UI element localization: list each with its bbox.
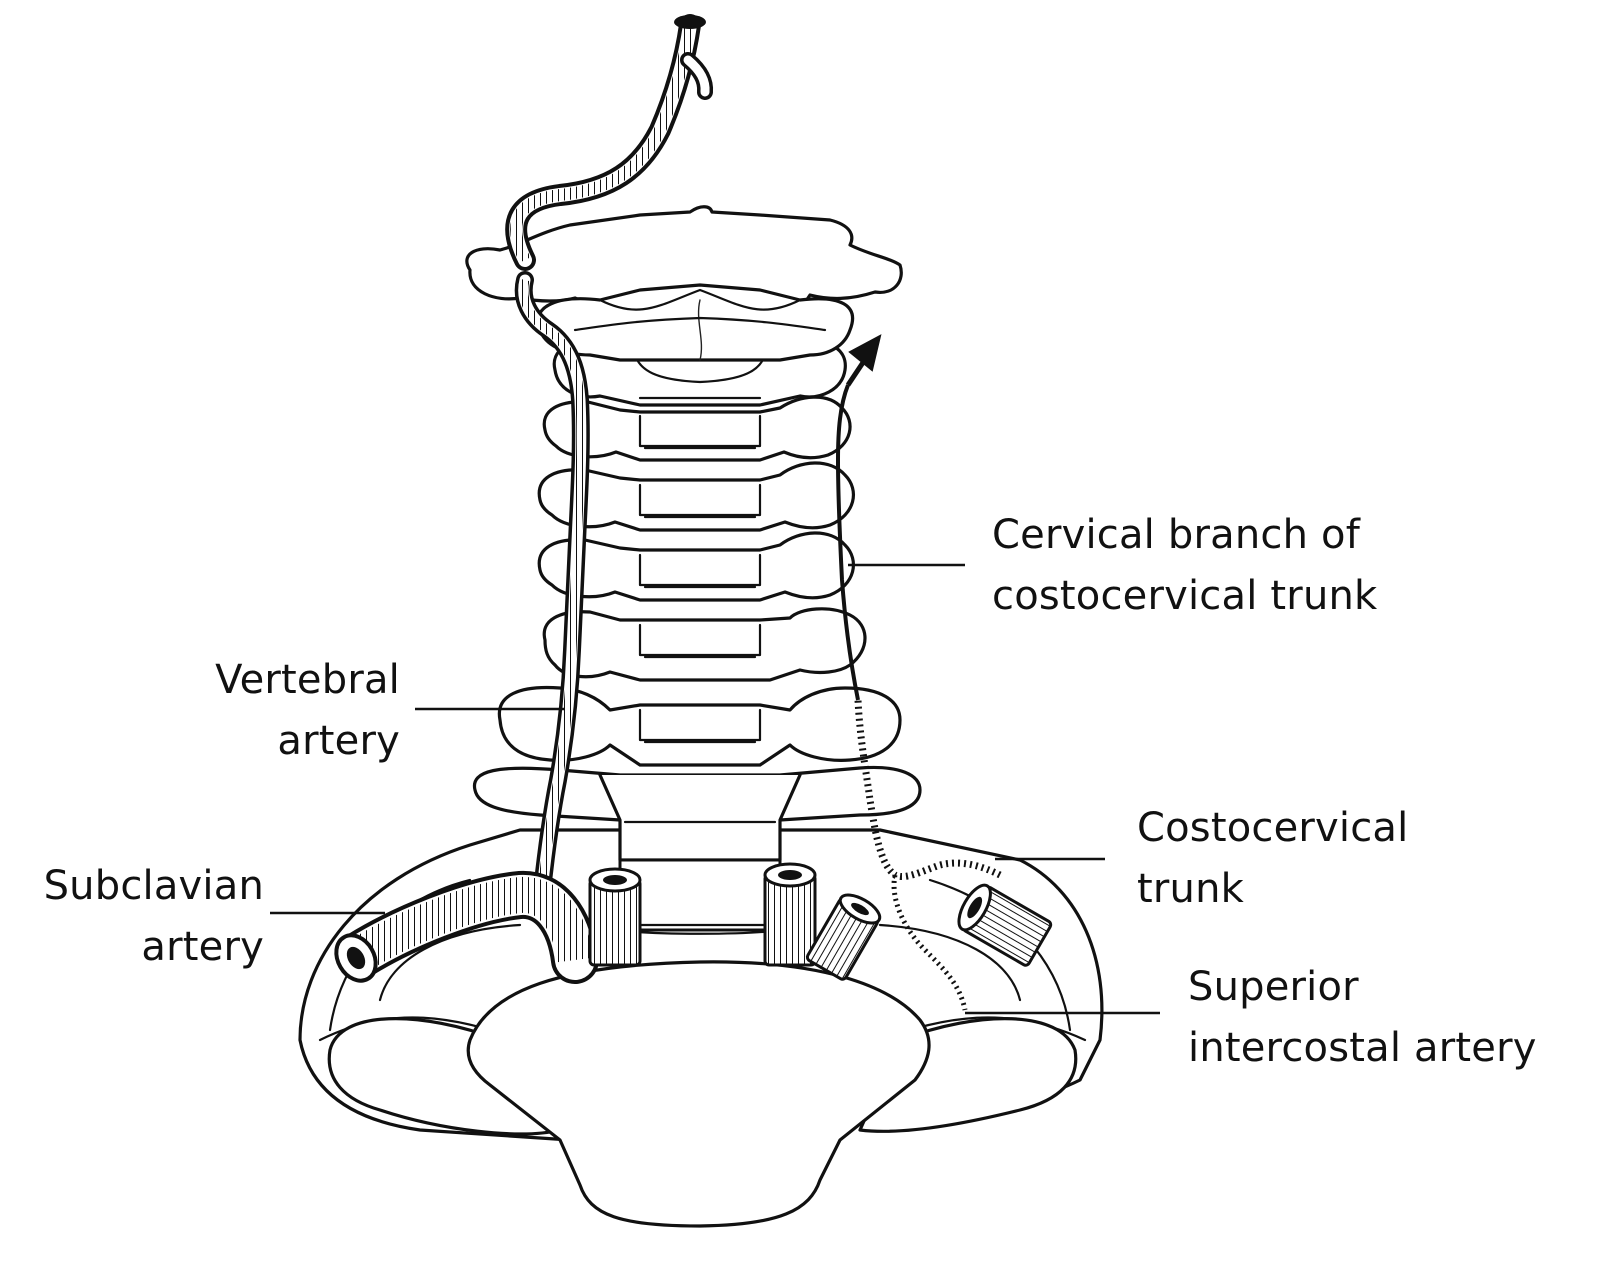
label-line: artery [277,718,400,764]
c7-vertebra [497,685,902,767]
vertebral-artery [514,271,590,919]
label-costocervical-trunk: Costocervical trunk [1137,798,1408,920]
label-superior-intercostal-artery: Superior intercostal artery [1188,957,1537,1079]
thoracic-base [298,828,1104,1228]
cut-vessels [588,862,1053,981]
label-line: Subclavian [43,863,264,909]
subclavian-artery [334,870,599,984]
atlas-and-occiput [465,205,903,362]
label-line: Costocervical [1137,805,1409,851]
vertebral-artery-intracranial [505,14,714,271]
c3-vertebra [542,395,852,462]
leader-lines [270,563,1160,1015]
t1-vertebra [472,765,922,935]
c6-vertebra [542,607,867,682]
label-line: costocervical trunk [992,573,1378,619]
label-line: Vertebral [215,657,400,703]
label-line: Superior [1188,964,1359,1010]
label-line: Cervical branch of [992,512,1361,558]
label-line: artery [141,924,264,970]
label-vertebral-artery: Vertebral artery [188,650,400,772]
label-line: intercostal artery [1188,1025,1537,1071]
cervical-branch-vessel [835,334,882,701]
label-cervical-branch: Cervical branch of costocervical trunk [992,505,1377,627]
c5-vertebra [537,531,855,602]
label-line: trunk [1137,866,1244,912]
label-subclavian-artery: Subclavian artery [36,856,264,978]
c4-vertebra [537,461,855,532]
